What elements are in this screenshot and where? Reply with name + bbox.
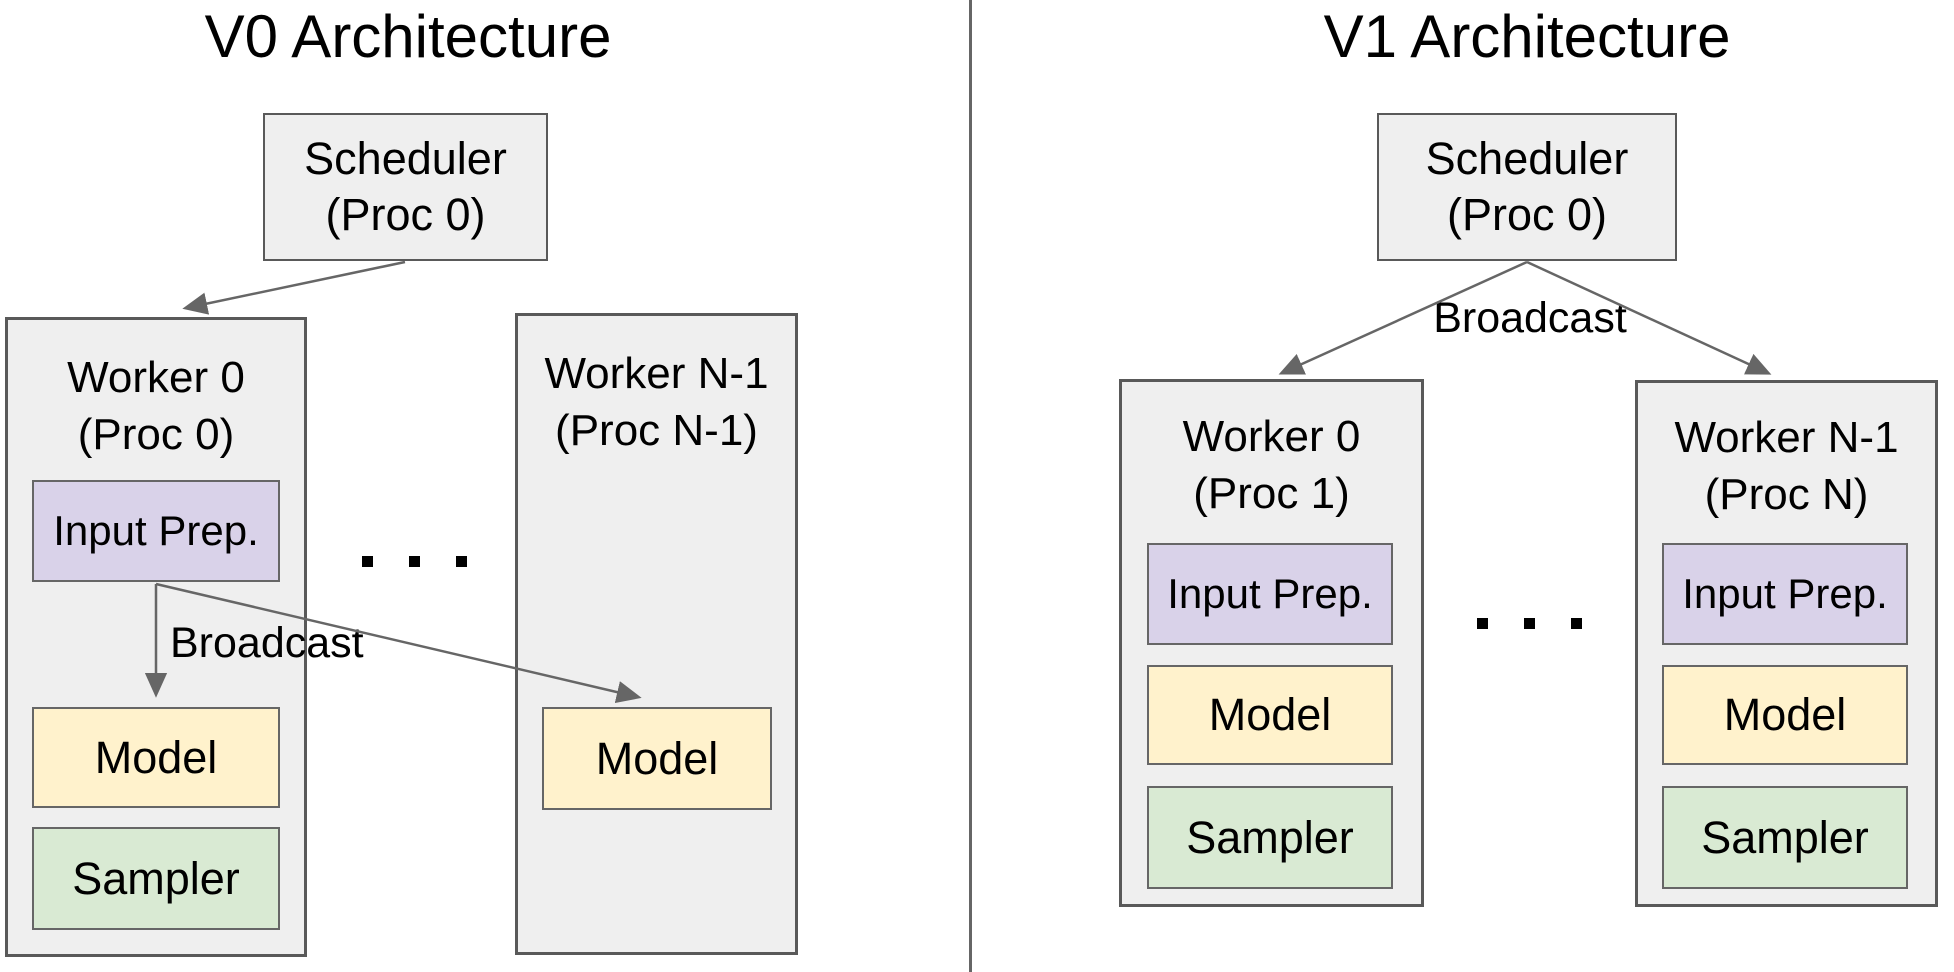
v1-ellipsis-dot — [1477, 618, 1488, 629]
v0-ellipsis-dot — [362, 556, 373, 567]
v1-workerN-line1: Worker N-1 — [1674, 413, 1899, 462]
v0-ellipsis-dot — [409, 556, 420, 567]
v1-workerN-input-prep-box: Input Prep. — [1662, 543, 1908, 645]
v1-ellipsis-dot — [1524, 618, 1535, 629]
v0-ellipsis-dot — [456, 556, 467, 567]
v1-broadcast-label: Broadcast — [1433, 294, 1627, 342]
v1-workerN-model-box: Model — [1662, 665, 1908, 765]
v1-worker0-input-prep-box: Input Prep. — [1147, 543, 1393, 645]
panel-divider-line — [969, 0, 972, 972]
v1-scheduler-box: Scheduler (Proc 0) — [1377, 113, 1677, 261]
v1-workerN-line2: (Proc N) — [1704, 470, 1869, 519]
v0-broadcast-label: Broadcast — [170, 619, 364, 667]
v1-workerN-sampler-box: Sampler — [1662, 786, 1908, 889]
v0-scheduler-line1: Scheduler — [304, 133, 507, 184]
v0-scheduler-box: Scheduler (Proc 0) — [263, 113, 548, 261]
v1-worker0-sampler-box: Sampler — [1147, 786, 1393, 889]
v1-scheduler-line2: (Proc 0) — [1446, 189, 1608, 240]
v1-scheduler-line1: Scheduler — [1425, 133, 1629, 184]
v0-worker0-input-prep-box: Input Prep. — [32, 480, 280, 582]
v0-workerN-box: Worker N-1 (Proc N-1) — [515, 313, 798, 955]
v0-workerN-line2: (Proc N-1) — [555, 406, 758, 455]
v0-workerN-line1: Worker N-1 — [544, 349, 769, 398]
v0-workerN-model-box: Model — [542, 707, 772, 810]
v1-worker0-model-box: Model — [1147, 665, 1393, 765]
v0-worker0-line2: (Proc 0) — [77, 410, 235, 459]
v0-worker0-sampler-box: Sampler — [32, 827, 280, 930]
v1-worker0-line2: (Proc 1) — [1193, 469, 1350, 518]
v1-ellipsis-dot — [1571, 618, 1582, 629]
v0-worker0-line1: Worker 0 — [67, 353, 245, 402]
v0-title: V0 Architecture — [204, 3, 612, 70]
v1-worker0-line1: Worker 0 — [1182, 412, 1361, 461]
v0-worker0-model-box: Model — [32, 707, 280, 808]
v1-ellipsis — [1477, 618, 1582, 629]
v0-scheduler-line2: (Proc 0) — [325, 189, 486, 240]
v1-title: V1 Architecture — [1323, 3, 1731, 70]
v0-ellipsis — [362, 556, 467, 567]
v0-scheduler-to-worker0-arrow — [182, 260, 406, 315]
